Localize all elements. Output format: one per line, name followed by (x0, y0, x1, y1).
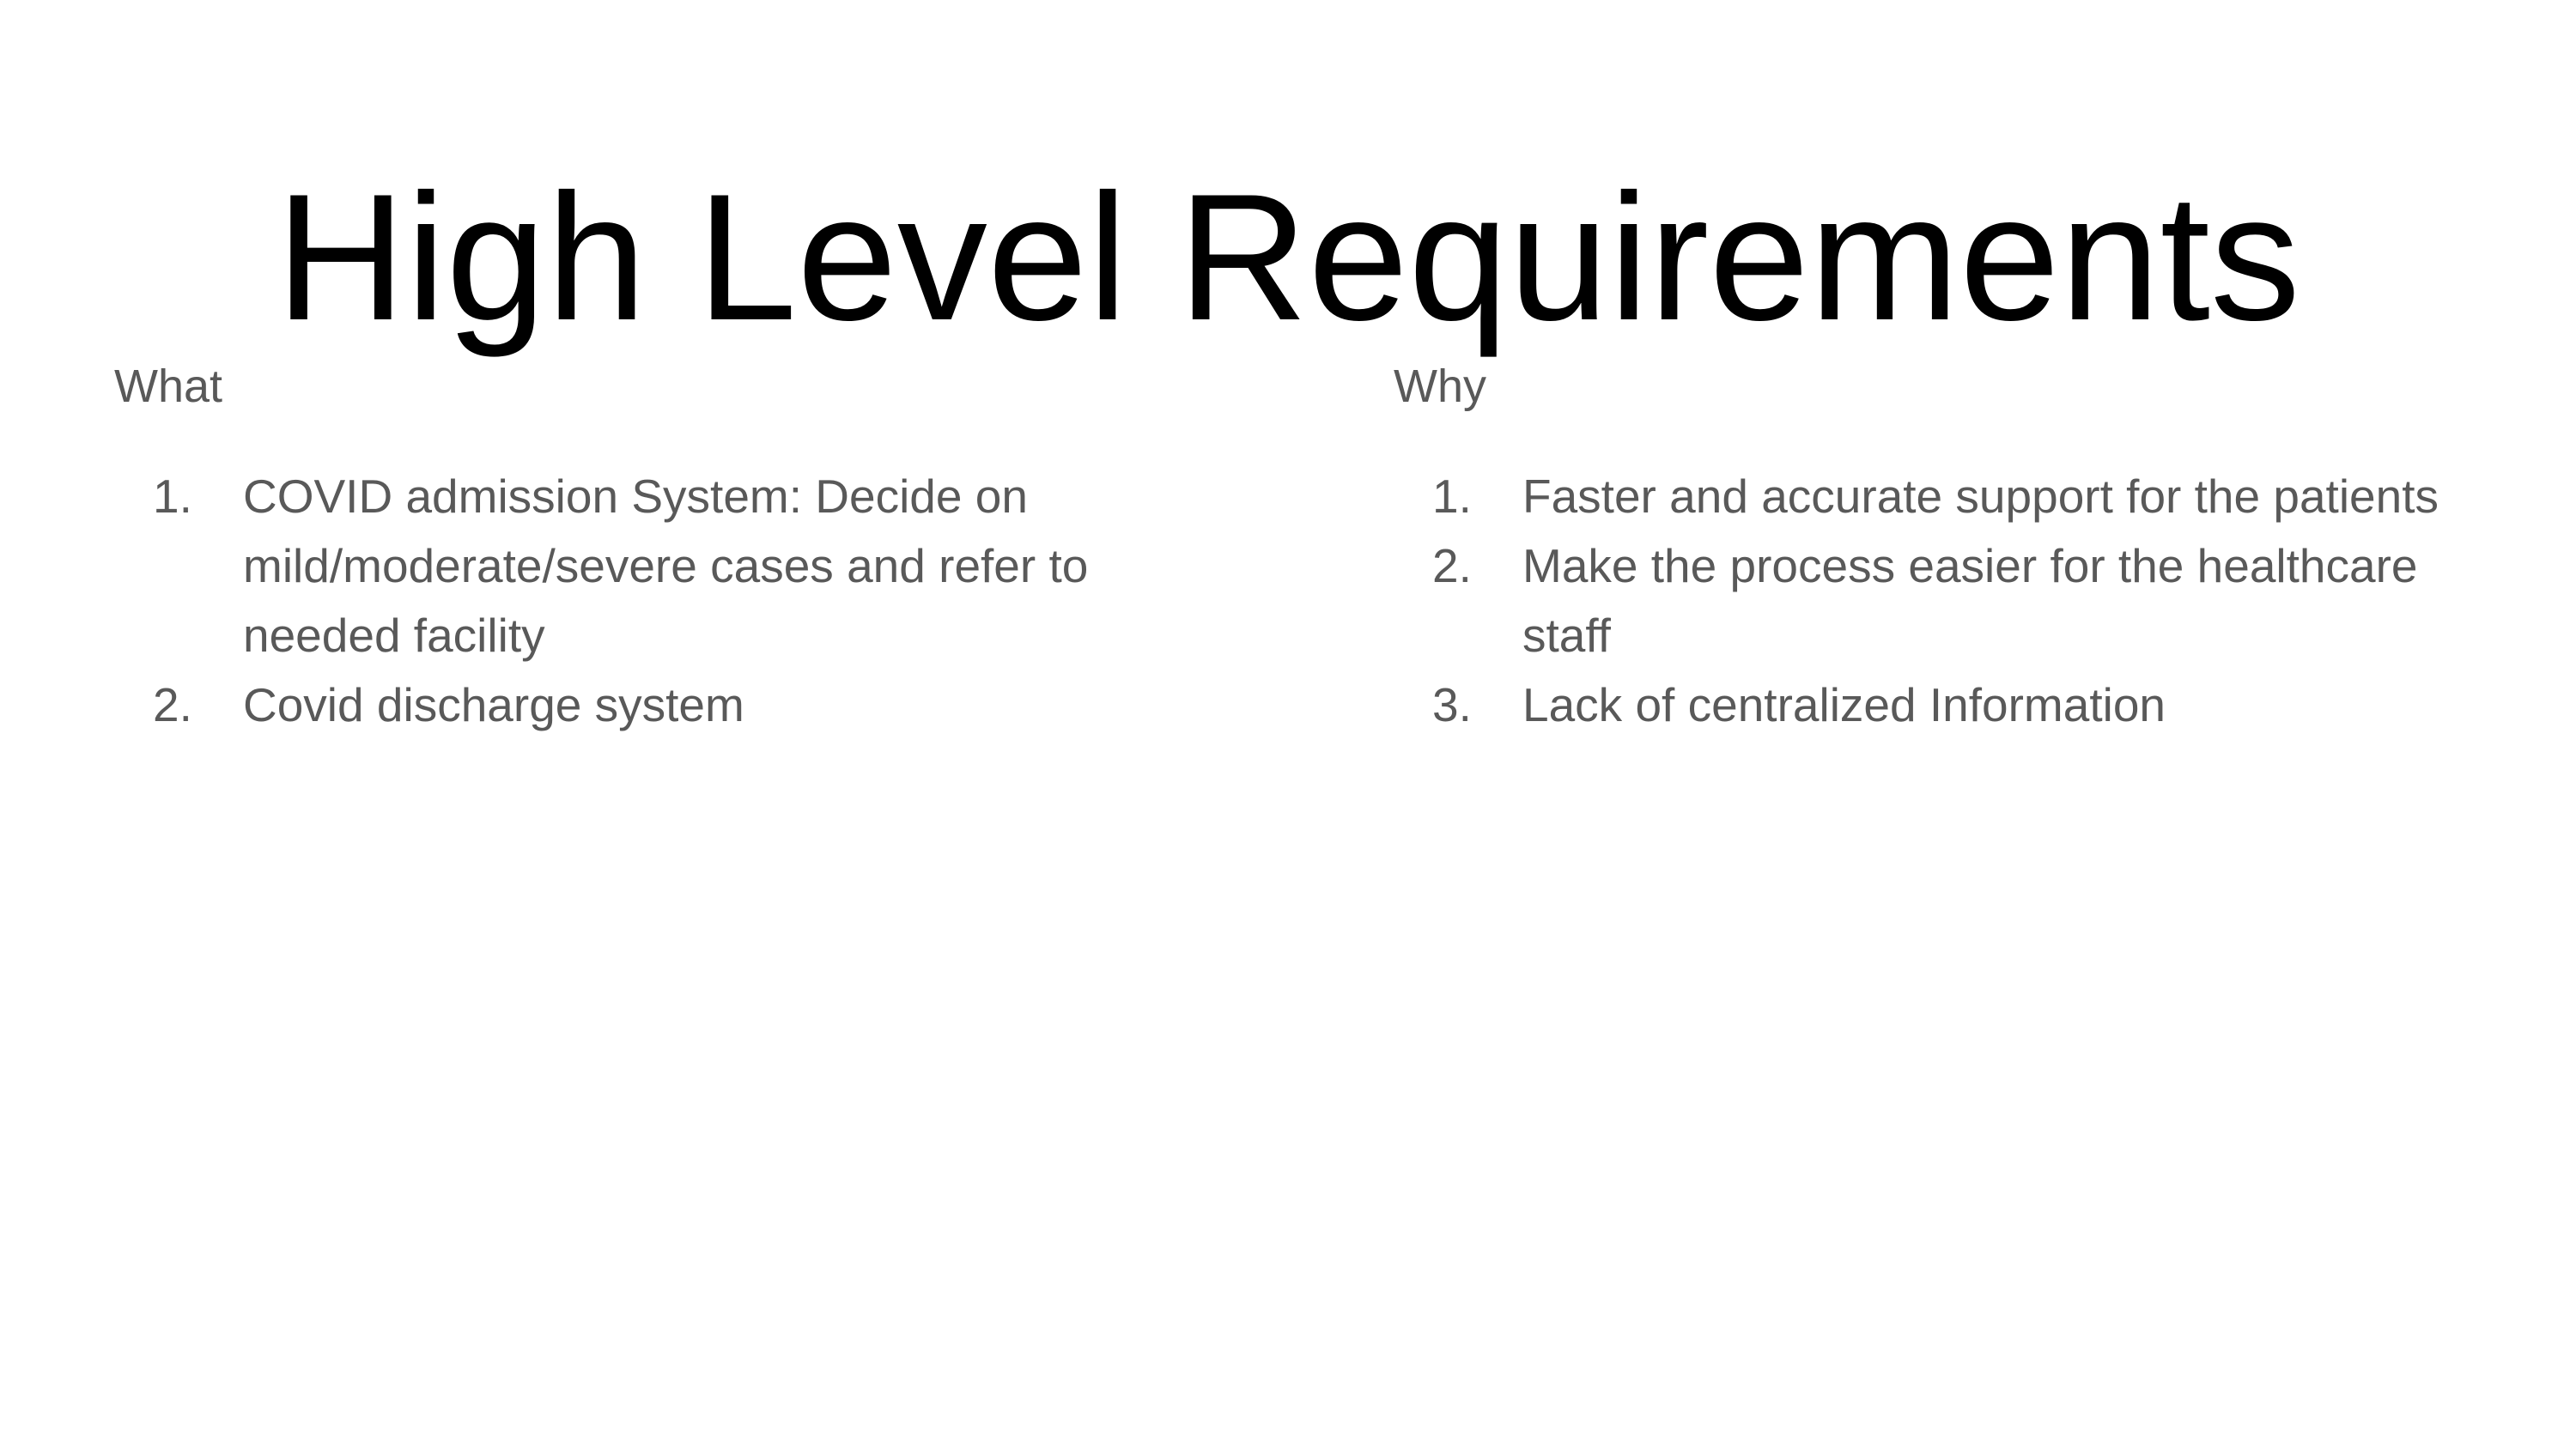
list-item-text: Make the process easier for the healthca… (1522, 539, 2418, 662)
why-list-item: 2. Make the process easier for the healt… (1394, 531, 2510, 670)
list-item-number: 1. (1432, 470, 1472, 523)
why-column: Why 1. Faster and accurate support for t… (1394, 352, 2510, 731)
list-item-number: 2. (153, 678, 192, 731)
what-column: What 1. COVID admission System: Decide o… (114, 352, 1230, 731)
list-item-text: COVID admission System: Decide on mild/m… (243, 470, 1089, 662)
why-list-item: 1. Faster and accurate support for the p… (1394, 462, 2510, 531)
why-list: 1. Faster and accurate support for the p… (1394, 462, 2510, 740)
list-item-number: 3. (1432, 678, 1472, 731)
what-list-item: 2. Covid discharge system (114, 670, 1230, 740)
list-item-text: Covid discharge system (243, 678, 744, 731)
slide-title: High Level Requirements (276, 156, 2300, 358)
what-heading: What (114, 361, 223, 412)
what-list-item: 1. COVID admission System: Decide on mil… (114, 462, 1230, 670)
what-list: 1. COVID admission System: Decide on mil… (114, 462, 1230, 740)
list-item-text: Lack of centralized Information (1522, 678, 2166, 731)
list-item-number: 2. (1432, 539, 1472, 592)
why-list-item: 3. Lack of centralized Information (1394, 670, 2510, 740)
list-item-text: Faster and accurate support for the pati… (1522, 470, 2439, 523)
why-heading: Why (1394, 361, 1486, 412)
list-item-number: 1. (153, 470, 192, 523)
